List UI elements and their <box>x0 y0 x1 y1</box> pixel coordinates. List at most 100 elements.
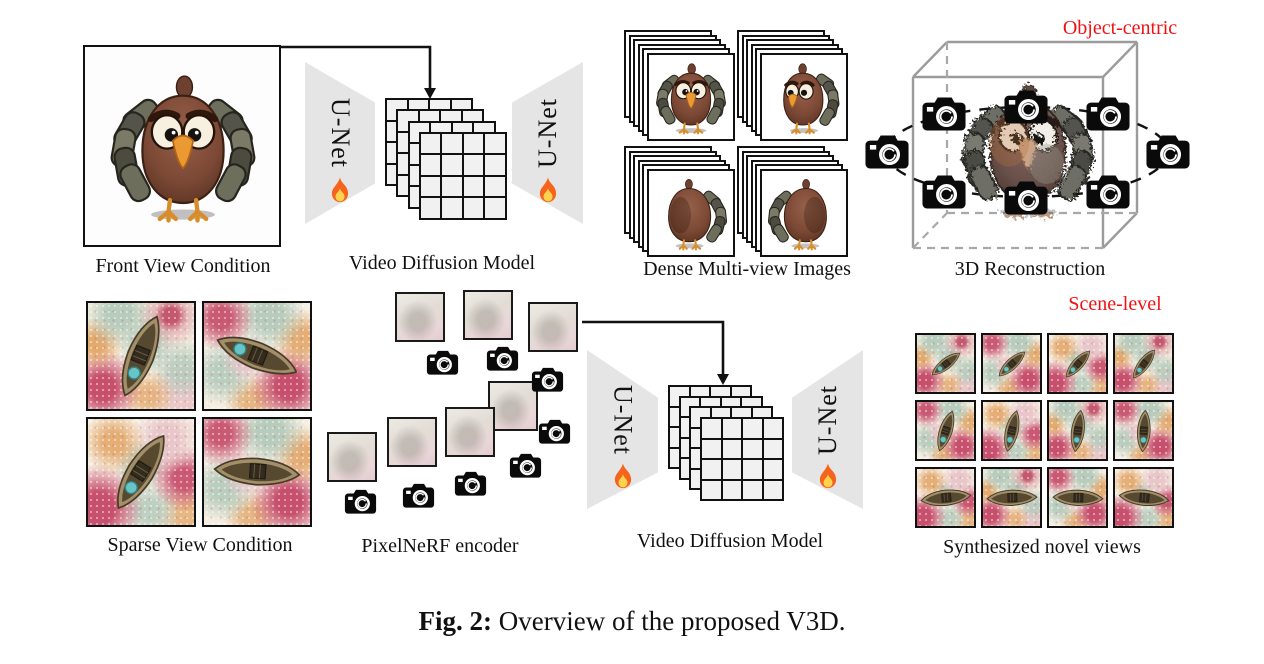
boat-model <box>985 488 1038 507</box>
latent-cell <box>420 133 441 154</box>
novel-view-tile <box>981 400 1042 461</box>
turkey-front-image <box>96 56 270 234</box>
latent-cell <box>702 419 721 438</box>
arrow-condition-to-latents <box>280 45 436 99</box>
latent-cell <box>485 198 505 218</box>
camera-icon <box>1003 88 1049 126</box>
camera-icon <box>921 173 967 211</box>
sparse-view-image <box>86 417 196 527</box>
caption-text: Overview of the proposed V3D. <box>498 606 846 636</box>
latent-cell <box>722 439 742 459</box>
boat-model <box>1128 345 1159 382</box>
turkey-view-image <box>653 61 728 135</box>
reconstruction-label: 3D Reconstruction <box>954 258 1106 280</box>
boat-model <box>1061 346 1094 381</box>
latent-cell <box>702 460 721 479</box>
latent-cell <box>722 460 742 479</box>
flame-icon <box>539 177 556 203</box>
novel-view-tile <box>1113 400 1174 461</box>
latent-cell <box>463 176 484 197</box>
novel-view-tile <box>981 467 1042 528</box>
novel-view-tile <box>1047 467 1108 528</box>
turkey-view-image <box>781 61 841 135</box>
video-diffusion-label-top: Video Diffusion Model <box>348 252 536 274</box>
unet-decoder-bottom: U-Net <box>792 350 863 509</box>
multiview-image <box>759 168 848 257</box>
camera-icon <box>401 482 435 510</box>
pixelnerf-feature-image <box>463 290 513 340</box>
latent-cell <box>463 198 484 218</box>
boat-model <box>1000 408 1023 453</box>
latent-cell <box>420 198 441 218</box>
latent-cell <box>442 155 462 175</box>
camera-icon <box>485 345 519 373</box>
latent-cell <box>743 480 762 500</box>
boat-model <box>927 347 963 379</box>
camera-icon <box>921 95 967 133</box>
boat-model <box>106 427 176 516</box>
turkey-view-image <box>762 171 846 255</box>
latent-cell <box>763 460 783 479</box>
latent-cell <box>442 176 462 197</box>
unet-label: U-Net <box>812 384 842 455</box>
arrow-features-to-latents <box>582 320 729 385</box>
video-diffusion-label-bottom: Video Diffusion Model <box>636 530 824 552</box>
unet-label: U-Net <box>326 98 355 169</box>
dense-views-label: Dense Multi-view Images <box>643 258 851 280</box>
sparse-view-image <box>202 301 312 411</box>
novel-view-tile <box>981 333 1042 394</box>
flame-icon <box>614 463 631 488</box>
scene-level-badge: Scene-level <box>1068 293 1162 315</box>
boat-model <box>111 310 170 402</box>
pixelnerf-feature-image <box>387 417 437 467</box>
flame-icon <box>331 177 349 203</box>
boat-model <box>1117 486 1170 509</box>
reconstructed-turkey-model <box>948 68 1108 228</box>
latent-cell <box>743 419 762 438</box>
synthesized-views-label: Synthesized novel views <box>943 536 1141 558</box>
latent-cell <box>442 198 462 218</box>
novel-view-tile <box>1047 400 1108 461</box>
pixelnerf-feature-image <box>528 302 578 352</box>
unet-decoder-top: U-Net <box>512 62 583 224</box>
camera-icon <box>343 488 377 516</box>
latent-cell <box>485 155 505 175</box>
novel-view-tile <box>1113 467 1174 528</box>
boat-model <box>1067 408 1087 453</box>
latent-cell <box>420 155 441 175</box>
boat-model <box>1051 488 1104 507</box>
boat-model <box>212 454 302 489</box>
camera-icon <box>530 366 564 394</box>
boat-model <box>932 408 959 453</box>
latent-cell <box>702 480 721 500</box>
boat-model <box>1135 408 1152 453</box>
camera-icon <box>425 349 459 377</box>
front-view-image-box <box>83 45 281 247</box>
latent-cell <box>485 176 505 197</box>
pixelnerf-feature-image <box>327 432 377 482</box>
flame-icon <box>819 463 836 488</box>
camera-icon <box>1085 173 1131 211</box>
multiview-image <box>646 52 735 141</box>
camera-icon <box>453 470 487 498</box>
latent-cell <box>763 480 783 500</box>
camera-icon <box>537 418 571 446</box>
boat-model <box>994 347 1029 380</box>
pixelnerf-label: PixelNeRF encoder <box>361 535 519 557</box>
latent-cell <box>420 176 441 197</box>
latent-cell <box>485 133 505 154</box>
boat-model <box>919 486 972 509</box>
latent-cell <box>463 155 484 175</box>
pixelnerf-feature-image <box>445 407 495 457</box>
sparse-view-image <box>202 417 312 527</box>
latent-cell <box>743 439 762 459</box>
pixelnerf-feature-image <box>488 381 538 431</box>
pixelnerf-feature-image <box>395 292 445 342</box>
front-view-label: Front View Condition <box>95 255 271 277</box>
latent-cell <box>722 419 742 438</box>
latent-cell <box>702 439 721 459</box>
turkey-view-image <box>667 177 728 250</box>
latent-cell <box>722 480 742 500</box>
unet-label: U-Net <box>608 384 638 455</box>
